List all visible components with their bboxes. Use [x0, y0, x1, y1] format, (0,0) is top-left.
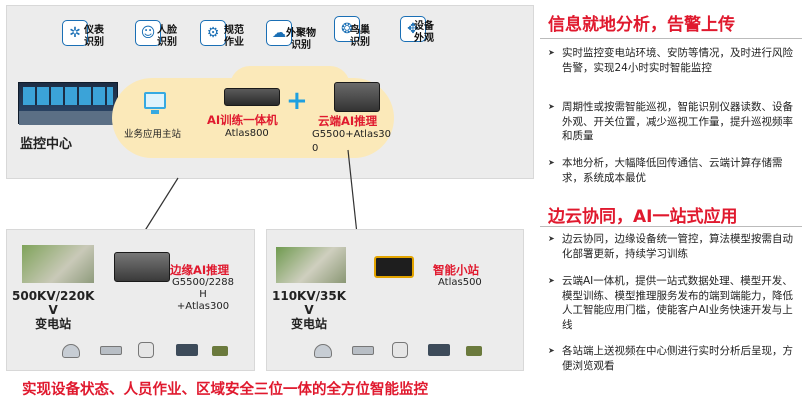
capability-bird-nest: ❂ 鸟巢 识别 [334, 12, 388, 58]
dome-camera-icon [314, 344, 332, 358]
ai-box-model: Atlas800 [225, 128, 269, 139]
edge-device-title: 边缘AI推理 [170, 263, 230, 277]
capability-work: ⚙ 规范 作业 [200, 16, 254, 60]
plus-sign: + [286, 86, 308, 116]
section-2-bullet: ➤ 云端AI一体机，提供一站式数据处理、模型开发、模型训练、模型推理服务发布的端… [548, 275, 793, 331]
bullet-camera-icon [100, 346, 122, 355]
cloud-infer-title: 云端AI推理 [318, 114, 378, 128]
section-2-bullet: ➤ 边云协同，边缘设备统一管控，算法模型按需自动化部署更新，持续学习训练 [548, 233, 793, 260]
section-2-bullet: ➤ 各站端上送视频在中心侧进行实时分析后呈现，方便浏览观看 [548, 345, 793, 372]
ai-box-title: AI训练一体机 [207, 113, 278, 127]
station-left-name: 500KV/220K V 变电站 [12, 289, 95, 331]
capability-label: 人脸 识别 [157, 25, 177, 48]
bullet-arrow-icon: ➤ [548, 234, 555, 243]
capability-label: 外聚物 识别 [286, 28, 316, 51]
capability-label: 鸟巢 识别 [350, 25, 370, 48]
robot-icon [392, 342, 408, 358]
monitor-icon [144, 92, 166, 109]
bird-nest-icon: ❂ [334, 16, 360, 42]
ptz-camera-icon [176, 344, 198, 356]
capability-face: ☺ 人脸 识别 [135, 16, 189, 60]
gauge-icon: ✲ [62, 20, 88, 46]
cloud-infer-model: G5500+Atlas300 [312, 129, 392, 154]
ptz-camera-icon [428, 344, 450, 356]
bottom-caption: 实现设备状态、人员作业、区域安全三位一体的全方位智能监控 [22, 382, 428, 398]
section-1-bullet: ➤ 本地分析，大幅降低回传通信、云端计算存储需求，系统成本最优 [548, 157, 783, 184]
smart-station-icon [374, 256, 414, 278]
capability-label: 设备 外观 [414, 21, 434, 44]
section-1-divider [540, 38, 802, 39]
section-2-divider [540, 226, 802, 227]
edge-device-model: G5500/2288 H +Atlas300 [172, 277, 235, 312]
control-room-image [18, 82, 119, 125]
section-1-bullet: ➤ 周期性或按需智能巡视，智能识别仪器读数、设备外观、开关位置，减少巡视工作量，… [548, 101, 793, 142]
bullet-arrow-icon: ➤ [548, 276, 555, 285]
training-server-icon [224, 88, 280, 106]
edge-server-icon [114, 252, 170, 282]
smart-station-title: 智能小站 [433, 263, 479, 277]
dome-camera-icon [62, 344, 80, 358]
bullet-arrow-icon: ➤ [548, 48, 555, 57]
work-icon: ⚙ [200, 20, 226, 46]
smart-station-model: Atlas500 [438, 277, 482, 288]
station-right-name: 110KV/35K V 变电站 [272, 289, 347, 331]
capability-gauge: ✲ 仪表 识别 [62, 16, 116, 60]
equipment-icon: ✥ [400, 16, 426, 42]
sensor-box-icon [212, 346, 228, 356]
host-label: 业务应用主站 [124, 129, 182, 140]
sensor-box-icon [466, 346, 482, 356]
bullet-arrow-icon: ➤ [548, 102, 555, 111]
monitoring-center-label: 监控中心 [20, 137, 73, 152]
section-1-bullet: ➤ 实时监控变电站环境、安防等情况，及时进行风险告警，实现24小时实时智能监控 [548, 47, 793, 74]
object-icon: ☁ [266, 20, 292, 46]
inference-server-icon [334, 82, 380, 112]
face-icon: ☺ [135, 20, 161, 46]
robot-icon [138, 342, 154, 358]
substation-image-right [276, 247, 346, 283]
capability-label: 规范 作业 [224, 25, 244, 48]
bullet-arrow-icon: ➤ [548, 158, 555, 167]
bullet-arrow-icon: ➤ [548, 346, 555, 355]
capability-equipment: ✥ 设备 外观 [400, 12, 454, 58]
section-2-title: 边云协同，AI一站式应用 [548, 207, 738, 227]
bullet-camera-icon [352, 346, 374, 355]
capability-label: 仪表 识别 [84, 25, 104, 48]
monitor-stand-icon [151, 110, 159, 114]
substation-image-left [22, 245, 94, 283]
section-1-title: 信息就地分析，告警上传 [548, 15, 735, 35]
capability-object: ☁ 外聚物 识别 [266, 16, 326, 60]
